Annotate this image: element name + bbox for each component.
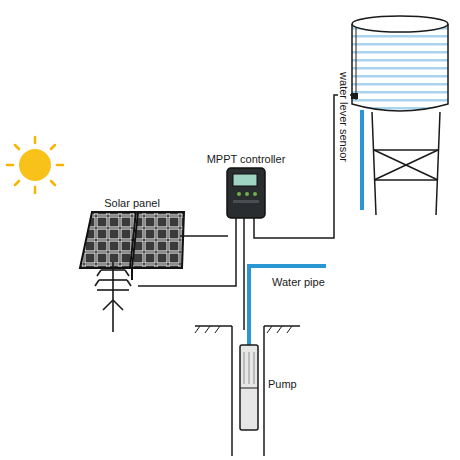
solar-panel-symbol [80, 212, 184, 280]
label-holder: Solar panel [104, 197, 160, 209]
mppt-controller-symbol [227, 168, 265, 218]
label-holder: Pump [268, 378, 297, 390]
utility-pole-symbol [95, 262, 131, 332]
sun-icon [7, 137, 63, 193]
water-pipe [249, 266, 326, 345]
label-holder: MPPT controller [207, 153, 286, 165]
device-label: MPPT controller [207, 153, 286, 165]
pump-symbol [240, 345, 258, 430]
label-holder: Water pipe [272, 276, 325, 288]
sensor-label: water lever sensor [338, 70, 350, 164]
pipe-label: Water pipe [272, 276, 325, 288]
water-tank-symbol [351, 16, 448, 215]
device-label: Solar panel [104, 197, 160, 209]
well-shaft [195, 326, 300, 456]
label-holder: water lever sensor [338, 70, 350, 164]
wire [138, 95, 352, 330]
device-label: Pump [268, 378, 297, 390]
